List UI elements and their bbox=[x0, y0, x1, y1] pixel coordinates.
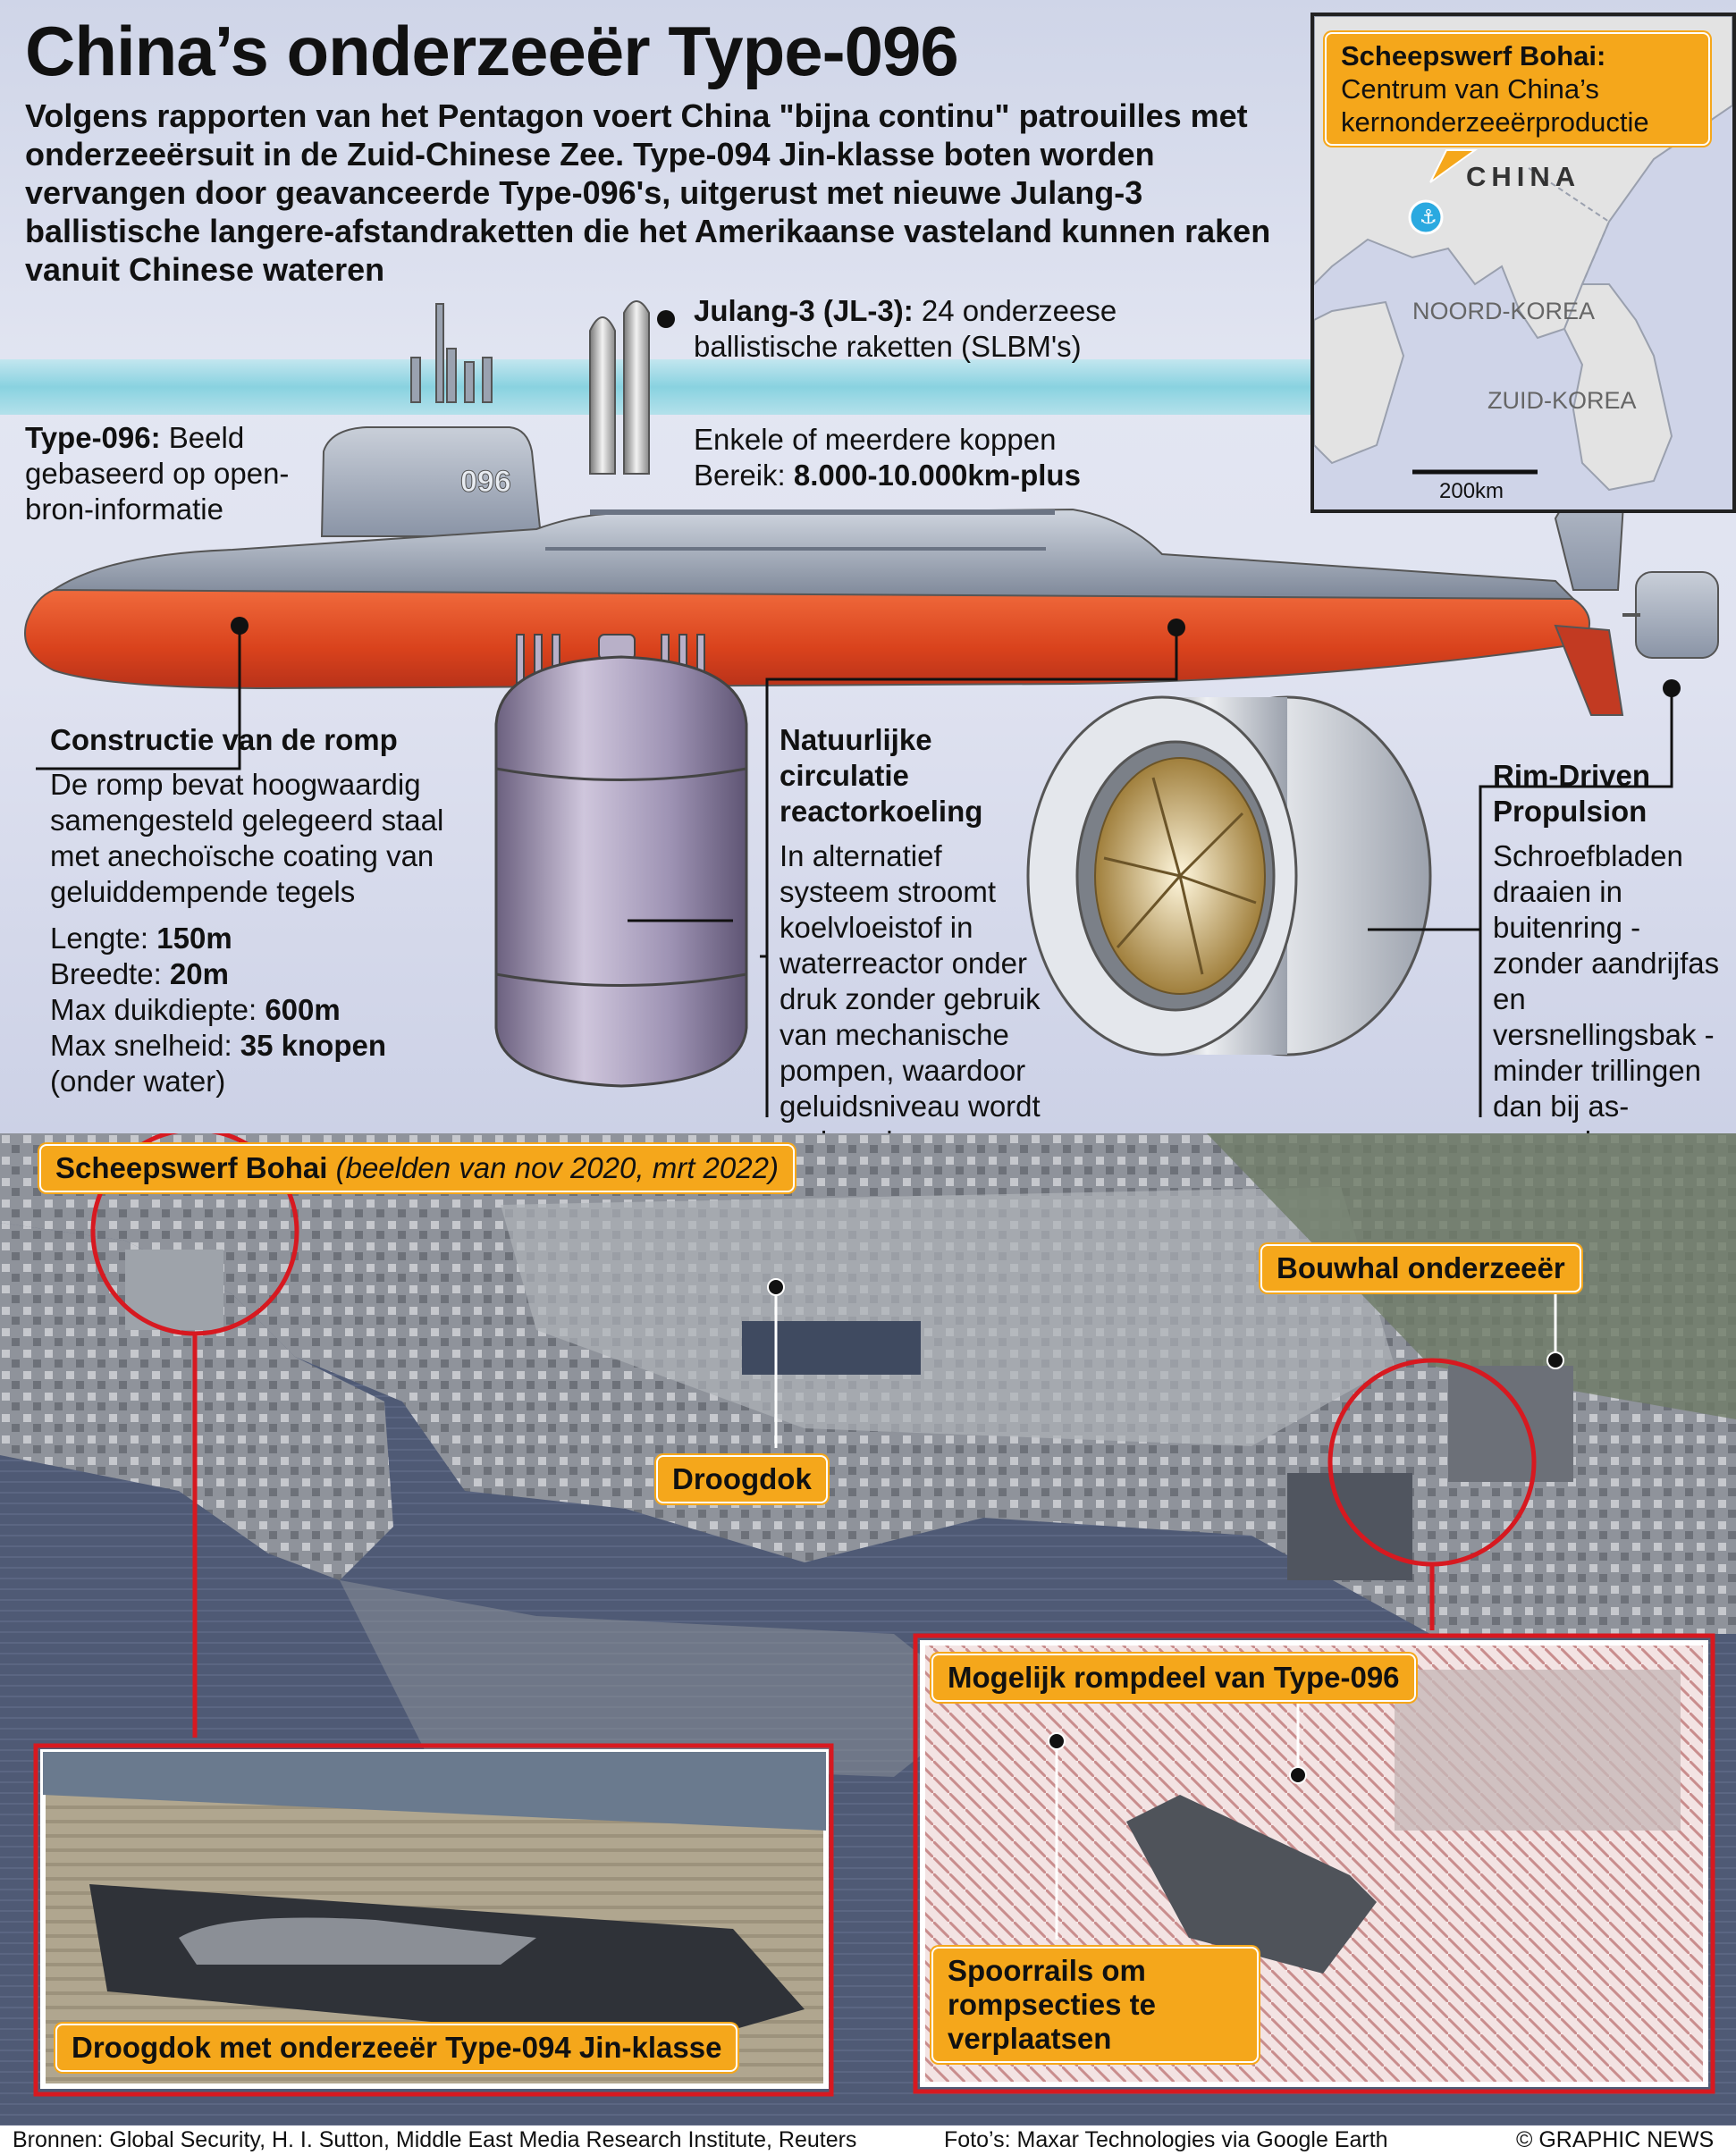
location-map: ⚓ Scheepswerf Bohai:Centrum van China’s … bbox=[1310, 13, 1736, 513]
rails-callout: Spoorrails om rompsecties te verplaatsen bbox=[931, 1947, 1259, 2063]
footer-copyright: © GRAPHIC NEWS bbox=[1516, 2127, 1715, 2152]
shipyard-marker-icon bbox=[1408, 199, 1444, 235]
map-label-north-korea: NOORD-KOREA bbox=[1412, 298, 1596, 324]
svg-text:⚓: ⚓ bbox=[1420, 206, 1437, 229]
map-scale-label: 200km bbox=[1439, 479, 1504, 503]
map-label-china: CHINA bbox=[1466, 161, 1581, 192]
highlight-overlays bbox=[33, 1133, 1715, 2097]
hull-number: 096 bbox=[460, 465, 511, 499]
rim-drive-illustration bbox=[1026, 695, 1432, 1056]
missile-icon bbox=[589, 300, 650, 475]
propulsion-text: Rim-Driven Propulsion Schroefbladen draa… bbox=[1493, 759, 1720, 1133]
footer-photo-credit: Foto’s: Maxar Technologies via Google Ea… bbox=[944, 2127, 1388, 2152]
construction-hall-callout: Bouwhal onderzeeër bbox=[1260, 1244, 1581, 1292]
missile-label: Julang-3 (JL-3): 24 onderzeese ballistis… bbox=[694, 294, 1117, 363]
reactor-cooling-text: Natuurlijke circulatie reactorkoeling In… bbox=[780, 723, 1041, 1133]
submarine-illustration: 096 bbox=[24, 300, 1719, 716]
shipyard-callout: Scheepswerf Bohai:Centrum van China’s ke… bbox=[1325, 32, 1710, 146]
hall-highlight-circle bbox=[1327, 1358, 1537, 1567]
top-panel: China’s onderzeeër Type-096 Volgens rapp… bbox=[0, 0, 1736, 1133]
missile-specs: Enkele of meerdere koppen Bereik: 8.000-… bbox=[694, 423, 1081, 492]
map-label-south-korea: ZUID-KOREA bbox=[1487, 387, 1637, 414]
drydock-callout: Droogdok bbox=[656, 1455, 828, 1503]
footer: Bronnen: Global Security, H. I. Sutton, … bbox=[0, 2126, 1736, 2155]
reactor-illustration bbox=[494, 634, 748, 1088]
leader-lines bbox=[36, 626, 1673, 1117]
drydock-sub-callout: Droogdok met onderzeeër Type-094 Jin-kla… bbox=[55, 2024, 738, 2072]
intro-text: Volgens rapporten van het Pentagon voert… bbox=[25, 97, 1271, 288]
satellite-photo-panel: Scheepswerf Bohai (beelden van nov 2020,… bbox=[0, 1133, 1736, 2126]
drydock-inset-frame bbox=[33, 1743, 834, 2097]
rails-inset-frame bbox=[913, 1633, 1715, 2094]
sea-surface bbox=[0, 359, 1314, 415]
shipyard-header-callout: Scheepswerf Bohai (beelden van nov 2020,… bbox=[39, 1144, 795, 1192]
hull-construction-text: Constructie van de romp De romp bevat ho… bbox=[50, 723, 444, 1098]
footer-sources: Bronnen: Global Security, H. I. Sutton, … bbox=[13, 2127, 857, 2152]
page-title: China’s onderzeeër Type-096 bbox=[25, 12, 959, 90]
submarine-label: Type-096: Beeld gebaseerd op open-bron-i… bbox=[25, 421, 290, 526]
hull-section-callout: Mogelijk rompdeel van Type-096 bbox=[931, 1654, 1416, 1702]
